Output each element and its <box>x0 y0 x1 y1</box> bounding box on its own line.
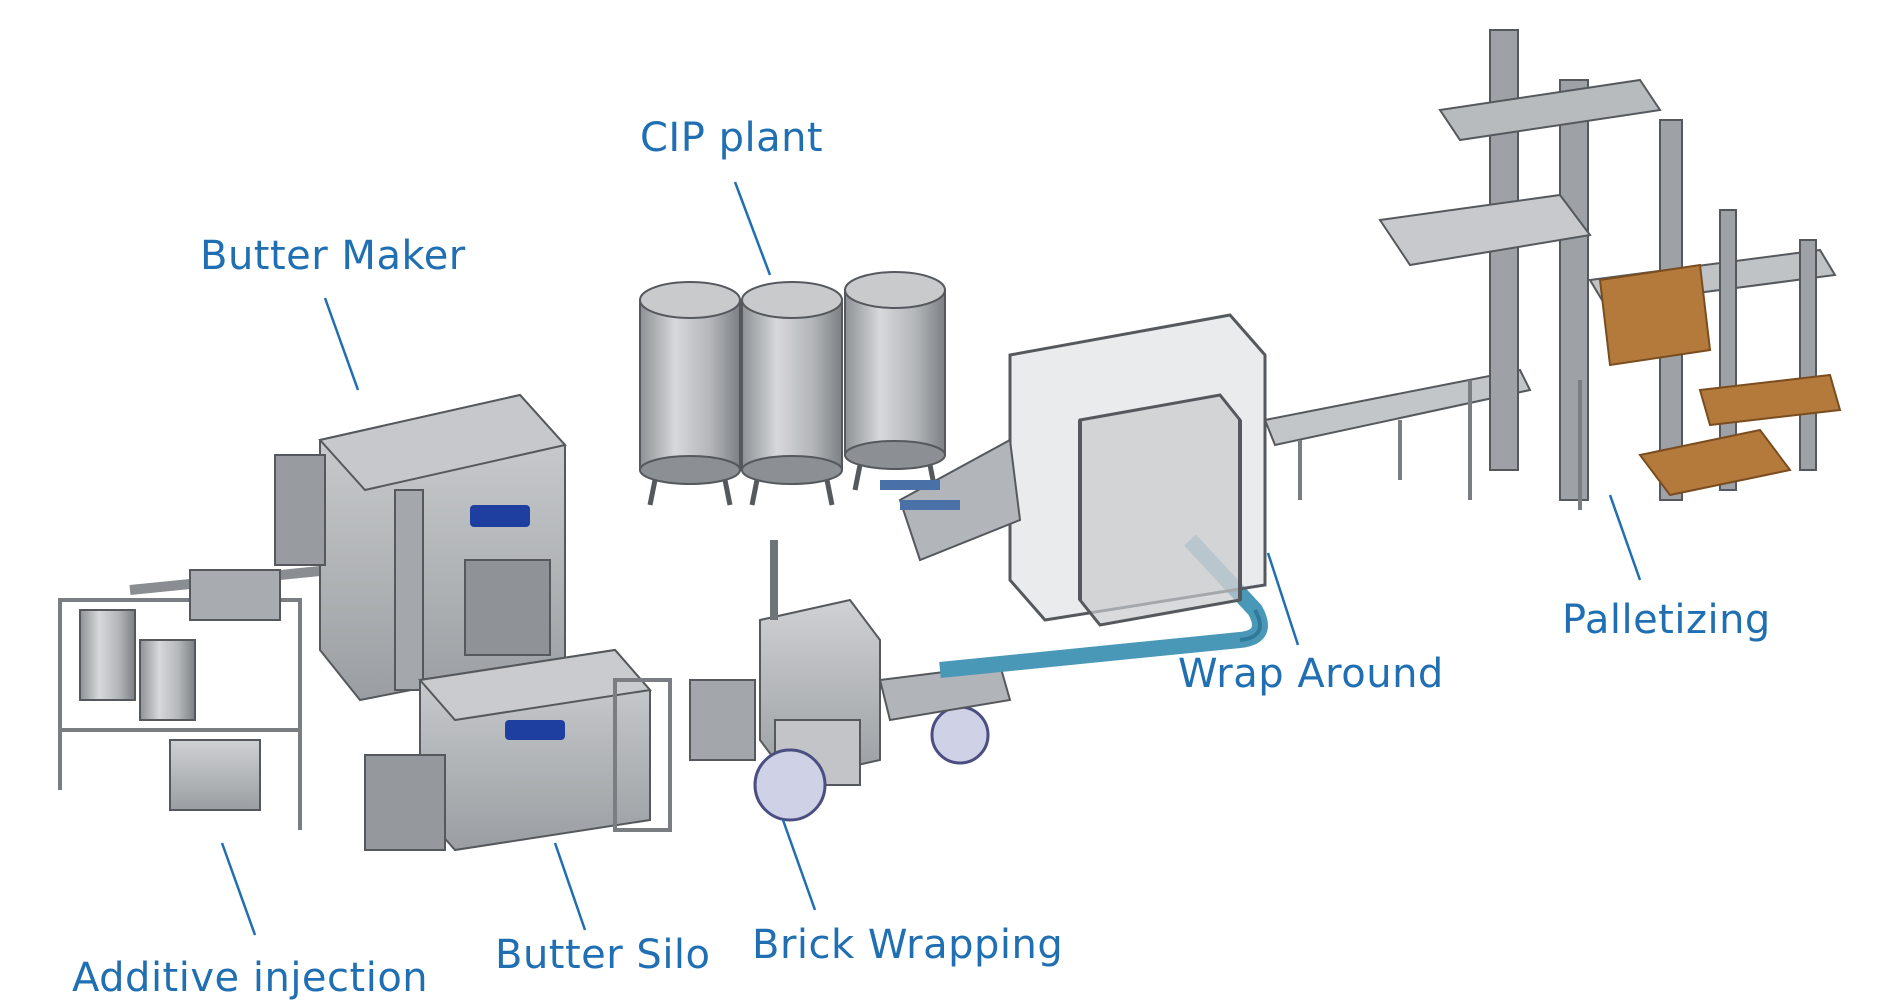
conveyor-to-wrap-around <box>939 534 1268 678</box>
label-additive-injection: Additive injection <box>72 955 429 1001</box>
leader-butter-maker <box>323 297 360 391</box>
label-wrap-around: Wrap Around <box>1178 651 1444 697</box>
cip-tank-3 <box>844 271 946 491</box>
butter-silo-machine <box>364 648 672 852</box>
leader-palletizing <box>1608 494 1642 581</box>
label-cip-plant: CIP plant <box>640 115 824 161</box>
cip-tanks <box>639 271 946 506</box>
butter-maker-machine <box>274 393 567 702</box>
label-butter-silo: Butter Silo <box>495 932 711 978</box>
brick-wrapping-machine <box>689 540 1012 822</box>
leader-brick-wrapping <box>781 819 817 911</box>
butter-maker-logo <box>470 505 530 527</box>
label-butter-maker: Butter Maker <box>200 233 466 279</box>
leader-butter-silo <box>553 842 587 931</box>
leader-wrap-around <box>1266 552 1300 646</box>
leader-additive-injection <box>220 842 257 936</box>
label-brick-wrapping: Brick Wrapping <box>752 922 1064 968</box>
butter-silo-logo <box>505 720 565 740</box>
cip-tank-1 <box>639 281 741 506</box>
leader-lines <box>220 181 1642 936</box>
label-palletizing: Palletizing <box>1562 597 1771 643</box>
wrap-around-machine <box>880 313 1267 627</box>
palletizer-machine <box>1378 29 1842 510</box>
leader-cip-plant <box>733 181 772 276</box>
cip-tank-2 <box>741 281 843 506</box>
